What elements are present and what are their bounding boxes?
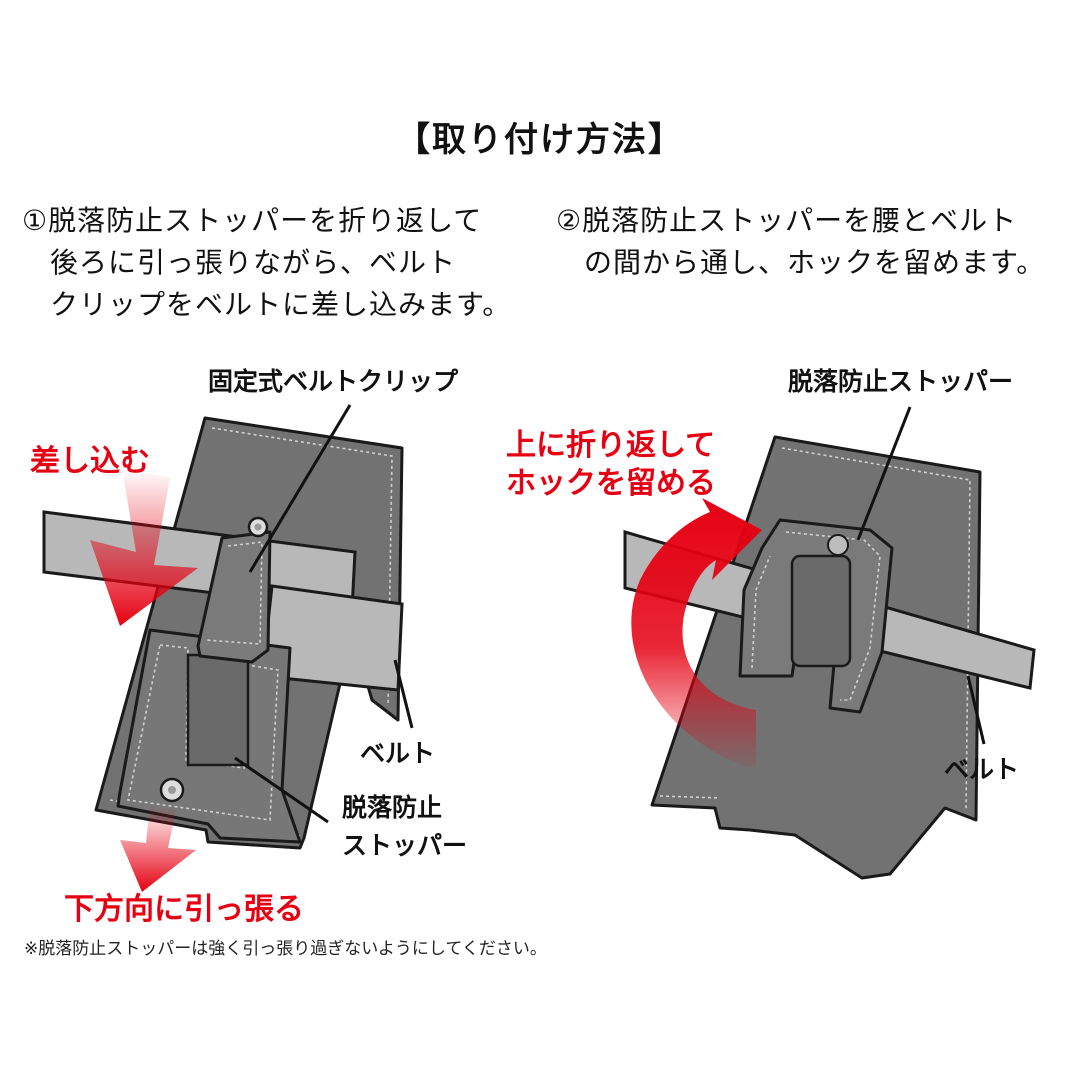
belt-label-fig2: ベルト — [944, 755, 1020, 784]
clip-label: 固定式ベルトクリップ — [208, 367, 459, 396]
leader-stopper2 — [856, 406, 912, 541]
fold-label-line2: ホックを留める — [506, 466, 716, 501]
insert-label: 差し込む — [30, 444, 150, 479]
step1-line-2: 後ろに引っ張りながら、ベルト — [50, 246, 457, 279]
step2-line-1: ②脱落防止ストッパーを腰とベルト — [556, 204, 1018, 237]
figure2-leader-lines — [856, 406, 986, 745]
figure1-leader-lines — [234, 404, 414, 824]
figure1-pull-arrow — [120, 805, 196, 892]
leader-belt2 — [966, 675, 986, 745]
page-title: 【取り付け方法】 — [396, 120, 684, 160]
stopper-label-fig1-line1: 脱落防止 — [342, 793, 443, 822]
fold-label-line1: 上に折り返して — [506, 428, 716, 463]
stopper-label-fig1-line2: ストッパー — [342, 831, 468, 860]
figure1-insert-arrow — [90, 468, 198, 626]
step2-instructions: ②脱落防止ストッパーを腰とベルト の間から通し、ホックを留めます。 — [556, 200, 1045, 284]
caution-note: ※脱落防止ストッパーは強く引っ張り過ぎないようにしてください。 — [24, 939, 547, 959]
leader-clip — [248, 404, 352, 573]
belt-label-fig1: ベルト — [360, 739, 436, 768]
step1-line-3: クリップをベルトに差し込みます。 — [50, 288, 512, 321]
figure2-stopper — [738, 518, 894, 714]
stopper-label-fig2: 脱落防止ストッパー — [788, 367, 1014, 396]
step1-instructions: ①脱落防止ストッパーを折り返して 後ろに引っ張りながら、ベルト クリップをベルト… — [22, 200, 511, 326]
figure2-fold-arrow — [631, 498, 762, 770]
leader-stopper1 — [234, 756, 329, 824]
step1-line-1: ①脱落防止ストッパーを折り返して — [22, 204, 483, 237]
leader-belt1 — [393, 659, 414, 729]
pull-label: 下方向に引っ張る — [64, 892, 304, 927]
figure1-stopper — [116, 628, 302, 844]
figure1-belt-clip — [196, 516, 272, 664]
step2-line-2: の間から通し、ホックを留めます。 — [584, 246, 1046, 279]
